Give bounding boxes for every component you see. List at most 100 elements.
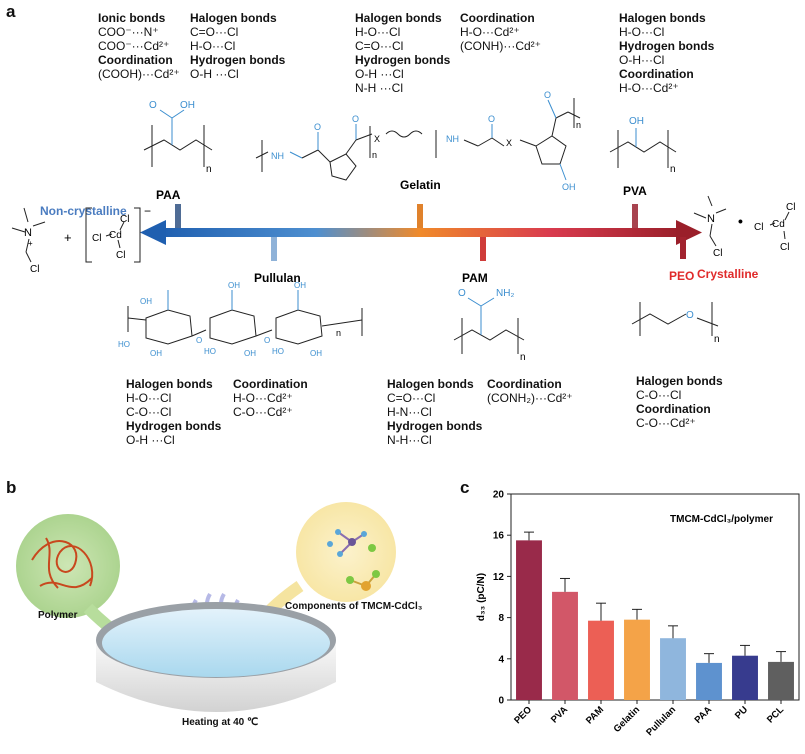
d33-bar-chart: TMCM-CdCl₃/polymer d₃₃ (pC/N) 048121620P… [476,490,800,738]
pam-bond-list: Halogen bonds C=O···Cl H-N···Cl Hydrogen… [387,377,482,447]
bond-line: H-N···Cl [387,405,432,419]
gelatin-label: Gelatin [400,178,441,192]
chlorine-symbol: Cl [92,233,101,244]
chart-title: TMCM-CdCl₃/polymer [670,514,773,525]
bond-heading: Halogen bonds [190,11,277,25]
nitrogen-symbol: N [707,213,715,225]
pva-bond-list: Halogen bonds H-O···Cl Hydrogen bonds O-… [619,11,714,95]
oxygen-symbol: O [544,90,551,100]
anion-bracket [85,207,141,263]
x-tick-label: PCL [765,704,786,725]
paa-structure [143,109,213,167]
repeat-n: n [576,120,581,130]
bond-heading: Coordination [619,67,694,81]
bond-heading: Hydrogen bonds [126,419,222,433]
hydroxyl-symbol: HO [118,340,130,349]
pva-marker [632,204,638,228]
pam-coordination-list: Coordination (CONH₂)···Cd²⁺ [487,377,573,405]
bond-line: H-O···Cl [126,391,172,405]
amine-symbol: NH [271,151,284,161]
y-tick-label: 0 [498,696,504,707]
bond-heading: Ionic bonds [98,11,166,25]
y-tick-label: 8 [498,613,504,624]
bond-heading: Halogen bonds [355,11,442,25]
y-tick-label: 4 [498,654,504,665]
bar [552,591,578,700]
hydroxyl-symbol: OH [310,349,322,358]
bond-line: (CONH)···Cd²⁺ [460,39,541,53]
bond-line: COO⁻···N⁺ [98,25,159,39]
bond-line: O-H ···Cl [126,433,175,447]
components-label: Components of TMCM-CdCl₃ [285,601,423,612]
panel-a-letter: a [6,2,16,21]
oxygen-symbol: O [149,100,157,111]
bar [732,655,758,700]
bond-line: H-O···Cl [619,25,665,39]
chlorine-symbol: Cl [780,242,789,253]
bond-line: COO⁻···Cd²⁺ [98,39,170,53]
bar [768,661,794,700]
charge-symbol: + [28,239,33,248]
oxygen-symbol: O [264,336,270,345]
bond-line: C=O···Cl [355,39,404,53]
chlorine-symbol: Cl [713,248,722,259]
cadmium-symbol: Cd [772,219,785,230]
x-tick-label: PEO [512,704,534,726]
polymer-bubble [16,514,120,618]
dot-symbol: • [738,213,743,229]
pam-label: PAM [462,271,488,285]
repeat-n: n [372,150,377,160]
bond-line: H-O···Cl [190,39,236,53]
repeat-n: n [670,164,676,175]
pva-structure [609,128,677,168]
pullulan-marker [271,237,277,261]
bond-heading: Halogen bonds [636,374,723,388]
tmcm-cation-structure-right [693,195,790,247]
chlorine-symbol: Cl [120,214,129,225]
gelatin-coordination-list: Coordination H-O···Cd²⁺ (CONH)···Cd²⁺ [460,11,541,53]
bond-heading: Coordination [460,11,535,25]
gelatin-marker [417,204,423,228]
bond-line: H-O···Cd²⁺ [460,25,520,39]
minus-sign: − [144,204,151,218]
y-tick-label: 20 [493,490,505,501]
bond-heading: Hydrogen bonds [619,39,715,53]
bar [516,540,542,700]
peo-bond-list: Halogen bonds C-O···Cl Coordination C-O·… [636,374,723,430]
x-symbol: X [374,134,380,144]
bond-line: C=O···Cl [387,391,436,405]
bond-line: H-O···Cl [355,25,401,39]
bar [624,619,650,700]
panel-c-letter: c [460,478,470,497]
bond-line: C-O···Cl [636,388,682,402]
pam-structure [453,297,525,354]
plot-frame [510,493,800,701]
panel-b-illustration [16,502,396,712]
non-crystalline-label: Non-crystalline [40,204,127,218]
polymer-label: Polymer [38,610,78,621]
peo-structure [631,302,719,336]
amine-symbol: NH [446,134,459,144]
pullulan-label: Pullulan [254,271,301,285]
cadmium-symbol: Cd [109,230,122,241]
gelatin-halogen-bond-list: Halogen bonds H-O···Cl C=O···Cl Hydrogen… [355,11,450,95]
hydroxyl-symbol: OH [244,349,256,358]
bond-line: O-H ···Cl [190,67,239,81]
x-tick-label: Pullulan [644,704,678,738]
polymer-chain-icon [31,537,94,589]
bar [588,620,614,700]
components-bubble [296,502,396,602]
hydroxyl-symbol: OH [562,182,576,192]
panel-b-letter: b [6,478,17,497]
peo-label: PEO [669,269,694,283]
x-tick-label: Gelatin [612,704,643,735]
gelatin-structure [255,98,581,181]
repeat-n: n [336,328,341,338]
hydroxyl-symbol: OH [629,116,644,127]
bond-heading: Halogen bonds [619,11,706,25]
chlorine-symbol: Cl [786,202,795,213]
repeat-n: n [520,352,526,363]
bond-line: C-O···Cd²⁺ [636,416,696,430]
hydroxyl-symbol: HO [204,347,216,356]
paa-halogen-bond-list: Halogen bonds C=O···Cl H-O···Cl Hydrogen… [190,11,285,81]
